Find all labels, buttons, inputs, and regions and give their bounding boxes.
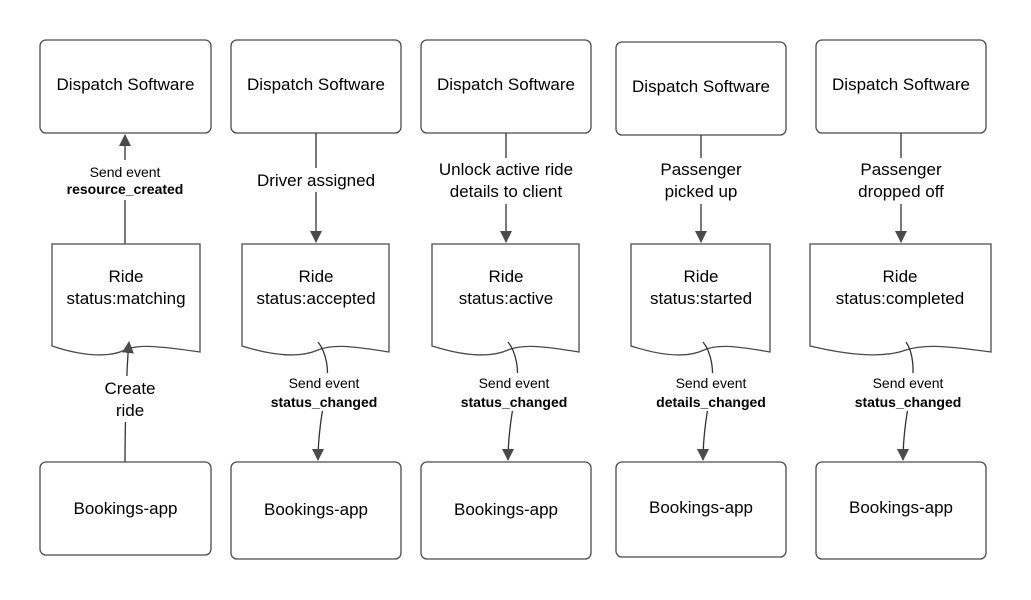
dispatch-software-label: Dispatch Software — [57, 75, 195, 94]
edge-label-line2: dropped off — [858, 182, 944, 201]
dispatch-software-label: Dispatch Software — [832, 75, 970, 94]
ride-status: status:matching — [66, 289, 185, 308]
column-2: Dispatch Software Driver assigned Ride s… — [230, 39, 402, 560]
label-background — [248, 168, 384, 192]
dispatch-software-label: Dispatch Software — [632, 77, 770, 96]
bookings-app-box — [615, 461, 787, 558]
bookings-app-box — [420, 461, 592, 560]
ride-status: status:started — [650, 289, 752, 308]
label-background — [648, 158, 754, 204]
edge-label-line1: Send event — [676, 375, 747, 391]
column-4: Dispatch Software Passenger picked up Ri… — [615, 41, 787, 558]
ride-document — [241, 243, 390, 356]
bookings-app-label: Bookings-app — [849, 498, 953, 517]
ride-document — [431, 243, 580, 356]
bookings-app-box — [815, 461, 987, 560]
edge-label-line2: ride — [116, 401, 144, 420]
ride-status: status:completed — [836, 289, 965, 308]
edge-label-event-name: details_changed — [656, 394, 766, 410]
column-3: Dispatch Software Unlock active ride det… — [420, 39, 592, 560]
column-1: Dispatch Software Send event resource_cr… — [39, 39, 212, 556]
ride-title: Ride — [684, 267, 719, 286]
label-background — [90, 376, 170, 422]
label-background — [844, 373, 972, 411]
bookings-app-label: Bookings-app — [264, 500, 368, 519]
edge-label-line1: Passenger — [860, 160, 942, 179]
edge-label-line1: Unlock active ride — [439, 160, 573, 179]
ride-status: status:accepted — [256, 289, 375, 308]
dispatch-software-box — [39, 39, 212, 134]
edge-label-event-name: resource_created — [67, 181, 184, 197]
dispatch-software-label: Dispatch Software — [437, 75, 575, 94]
ride-title: Ride — [299, 267, 334, 286]
edge-label-event-name: status_changed — [855, 394, 962, 410]
edge-label-line1: Passenger — [660, 160, 742, 179]
edge-label-line1: Driver assigned — [257, 171, 375, 190]
edge-label-event-name: status_changed — [271, 394, 378, 410]
bookings-app-box — [39, 461, 212, 556]
edge-label-line1: Send event — [479, 375, 550, 391]
label-background — [450, 373, 578, 411]
ride-status: status:active — [459, 289, 554, 308]
edge-label-line1: Send event — [289, 375, 360, 391]
ride-document — [630, 243, 771, 356]
bookings-app-label: Bookings-app — [74, 499, 178, 518]
ride-title: Ride — [883, 267, 918, 286]
bookings-app-box — [230, 461, 402, 560]
edge-label-line1: Send event — [873, 375, 944, 391]
ride-title: Ride — [109, 267, 144, 286]
bookings-app-label: Bookings-app — [454, 500, 558, 519]
column-5: Dispatch Software Passenger dropped off … — [809, 39, 992, 560]
ride-title: Ride — [489, 267, 524, 286]
edge-label-line1: Create — [104, 379, 155, 398]
label-background — [56, 160, 196, 200]
dispatch-software-label: Dispatch Software — [247, 75, 385, 94]
label-background — [645, 373, 777, 411]
edge-label-line2: picked up — [665, 182, 738, 201]
label-background — [260, 373, 386, 411]
edge-label-event-name: status_changed — [461, 394, 568, 410]
edge-label-line1: Send event — [90, 164, 161, 180]
label-background — [846, 158, 956, 204]
label-background — [428, 158, 584, 204]
ride-document — [809, 243, 992, 356]
edge-label-line2: details to client — [450, 182, 563, 201]
bookings-app-label: Bookings-app — [649, 498, 753, 517]
